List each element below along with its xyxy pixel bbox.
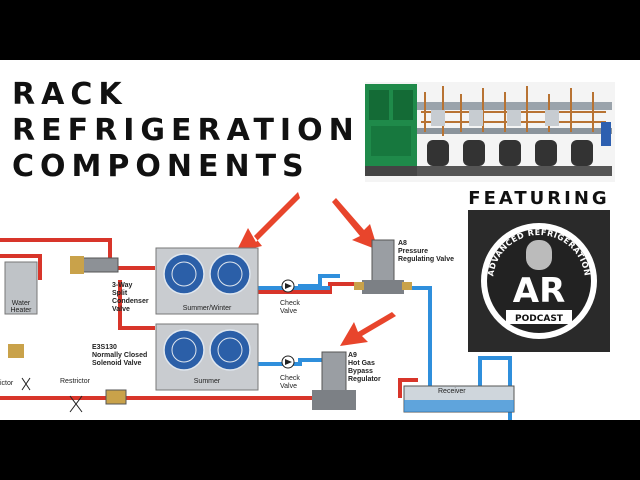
hot-line-top xyxy=(0,238,112,260)
fan-icon xyxy=(163,253,205,295)
thumbnail-frame: RACK REFRIGERATION COMPONENTS xyxy=(0,60,640,420)
featuring-label: FEATURING xyxy=(468,188,610,209)
three-way-valve xyxy=(81,257,119,273)
check-valve-2-icon xyxy=(281,355,295,369)
a8-valve xyxy=(371,239,395,287)
water-heater-label: Water Heater xyxy=(10,300,32,314)
fan-icon xyxy=(209,253,251,295)
fan-icon xyxy=(163,329,205,371)
solenoid-valve xyxy=(105,389,127,405)
title-line-1: RACK xyxy=(12,77,128,112)
a9-valve xyxy=(321,351,347,403)
podcast-logo: ADVANCED REFRIGERATION AR PODCAST xyxy=(468,210,610,352)
check-valve-1-icon xyxy=(281,279,295,293)
podcast-monogram: AR xyxy=(513,271,566,311)
fan-icon xyxy=(209,329,251,371)
cold-line-top xyxy=(258,274,340,290)
arrow-condenser xyxy=(236,192,300,252)
podcast-banner: PODCAST xyxy=(515,314,564,324)
arrow-a9 xyxy=(340,312,396,346)
title-line-3: COMPONENTS xyxy=(12,149,310,184)
restrictor-label: Restrictor xyxy=(60,378,90,385)
title-line-2: REFRIGERATION xyxy=(12,113,360,148)
restrictor-left-label: ictor xyxy=(0,380,14,387)
rack-photo xyxy=(365,82,615,182)
summer-label: Summer xyxy=(193,378,221,385)
arrow-a8 xyxy=(332,198,378,250)
summer-winter-label: Summer/Winter xyxy=(182,305,232,312)
restrictor-icon xyxy=(69,395,83,413)
receiver-label: Receiver xyxy=(438,388,466,395)
microphone-icon xyxy=(526,240,552,270)
